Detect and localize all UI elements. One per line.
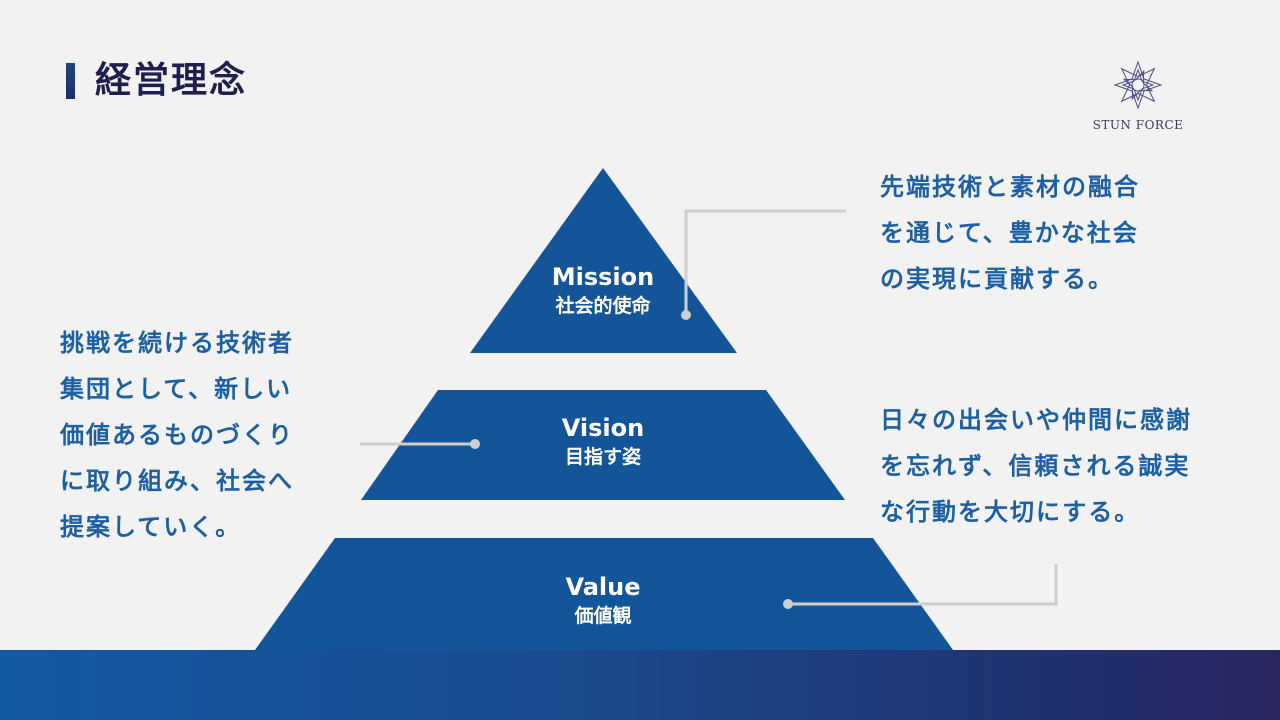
value-connector-line — [788, 564, 1058, 606]
vision-label-ja: 目指す姿 — [564, 446, 641, 468]
pyramid-tier-value — [255, 538, 953, 650]
mission-connector-line — [684, 209, 846, 315]
pyramid-tier-vision — [361, 390, 845, 500]
value-label-en: Value — [565, 573, 641, 601]
page-title: 経営理念 — [95, 60, 248, 101]
mission-label-ja: 社会的使命 — [555, 295, 651, 317]
value-connector-dot — [783, 599, 793, 609]
vision-label: Vision 目指す姿 — [503, 413, 703, 471]
value-label: Value 価値観 — [503, 572, 703, 630]
mission-connector-dot — [681, 310, 691, 320]
mission-description: 先端技術と素材の融合 を通じて、豊かな社会 の実現に貢献する。 — [880, 173, 1140, 293]
footer-band — [0, 650, 1280, 720]
vision-label-en: Vision — [561, 414, 645, 442]
vision-connector-dot — [470, 439, 480, 449]
pyramid-tier-mission — [470, 168, 737, 353]
logo-text: STUN FORCE — [1092, 118, 1184, 132]
vision-description: 挑戦を続ける技術者 集団として、新しい 価値あるものづくり に取り組み、社会へ … — [60, 329, 294, 541]
page-header: 経営理念 — [66, 60, 247, 102]
star-emblem-icon — [1113, 60, 1163, 110]
value-label-ja: 価値観 — [574, 605, 632, 627]
value-description: 日々の出会いや仲間に感謝 を忘れず、信頼される誠実 な行動を大切にする。 — [880, 406, 1192, 526]
mission-label-en: Mission — [551, 263, 655, 291]
mission-label: Mission 社会的使命 — [503, 262, 703, 320]
company-logo: STUN FORCE — [1080, 58, 1196, 138]
title-accent-bar — [66, 63, 75, 99]
